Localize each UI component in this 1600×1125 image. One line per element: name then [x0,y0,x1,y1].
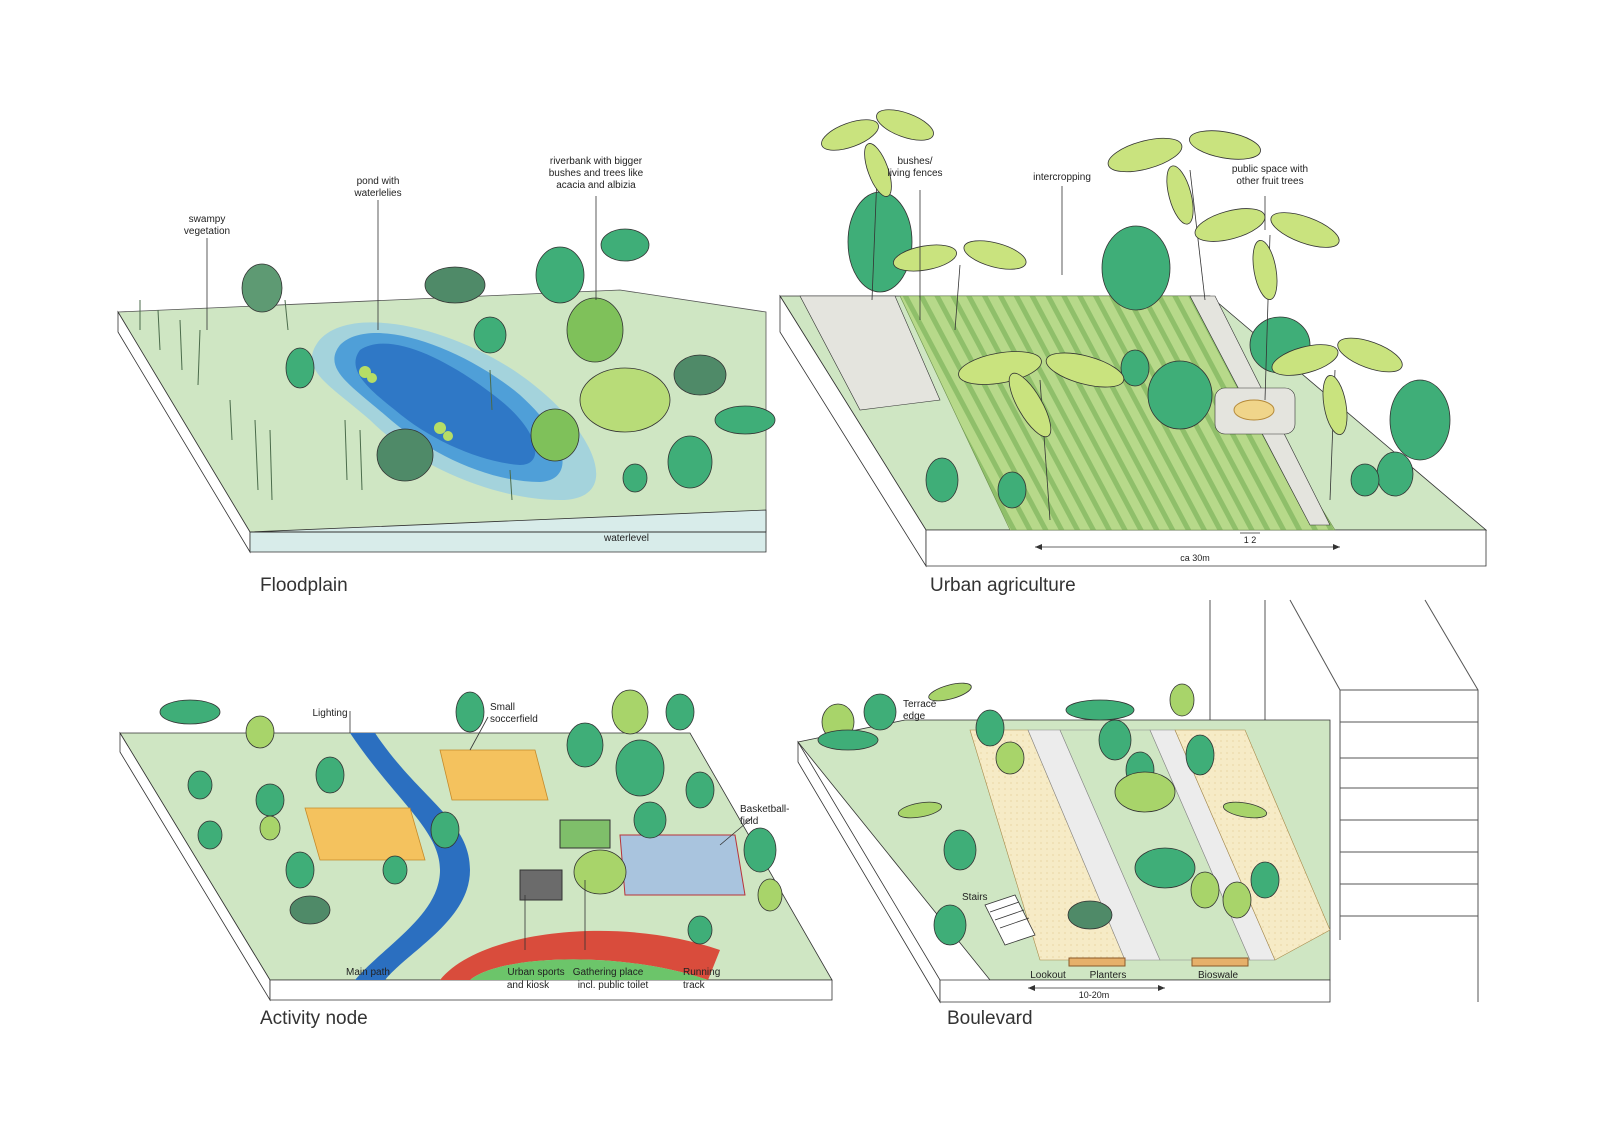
label-spacing: 1 2 [1244,535,1257,545]
label-agri-width: ca 30m [1180,553,1210,563]
title-urban-agriculture: Urban agriculture [930,575,1076,596]
label-boulevard-width: 10-20m [1079,990,1110,1000]
label-intercropping: intercropping [1033,172,1091,183]
label-soccer-2: soccerfield [490,714,538,725]
label-stairs: Stairs [962,892,988,903]
label-running-2: track [683,980,706,991]
label-public-space-2: other fruit trees [1236,176,1303,187]
label-riverbank-3: acacia and albizia [556,180,636,191]
label-public-space-1: public space with [1232,164,1308,175]
label-urban-sports-1: Urban sports [507,967,564,978]
activity-front-face [270,980,832,1000]
urban-agriculture-panel: bushes/ living fences intercropping publ… [780,103,1486,596]
label-urban-sports-2: and kiosk [507,980,550,991]
basketball-field [620,835,745,895]
label-basketball-1: Basketball- [740,804,789,815]
title-boulevard: Boulevard [947,1008,1033,1029]
label-bushes-2: living fences [887,168,942,179]
label-terrace-1: Terrace [903,699,937,710]
label-pond-1: pond with [357,176,400,187]
label-swampy-1: swampy [189,214,226,225]
label-pond-2: waterlelies [353,188,401,199]
label-lighting: Lighting [312,708,347,719]
bioswale-strip [1192,958,1248,966]
planters-strip [1069,958,1125,966]
label-lookout: Lookout [1030,970,1066,981]
label-bushes-1: bushes/ [897,156,932,167]
boulevard-front-face [940,980,1330,1002]
title-activity-node: Activity node [260,1008,368,1029]
gathering-place [560,820,610,848]
label-gathering-1: Gathering place [573,967,644,978]
label-waterlevel: waterlevel [603,533,649,544]
label-bioswale: Bioswale [1198,970,1238,981]
small-soccerfield [440,750,548,800]
label-riverbank-1: riverbank with bigger [550,156,643,167]
label-basketball-2: field [740,816,758,827]
kiosk [520,870,562,900]
floodplain-panel: swampy vegetation pond with waterlelies … [118,156,775,596]
label-swampy-2: vegetation [184,226,230,237]
label-riverbank-2: bushes and trees like [549,168,644,179]
title-floodplain: Floodplain [260,575,348,596]
label-soccer-1: Small [490,702,515,713]
label-main-path: Main path [346,967,390,978]
boulevard-panel: Terrace edge Stairs Lookout Planters Bio… [798,600,1478,1029]
fruit-tree-planter [1234,400,1274,420]
label-running-1: Running [683,967,720,978]
label-terrace-2: edge [903,711,926,722]
soccerfield-2 [305,808,425,860]
label-gathering-2: incl. public toilet [578,980,649,991]
activity-node-panel: Lighting Small soccerfield Basketball- f… [120,690,832,1029]
label-planters: Planters [1090,970,1127,981]
